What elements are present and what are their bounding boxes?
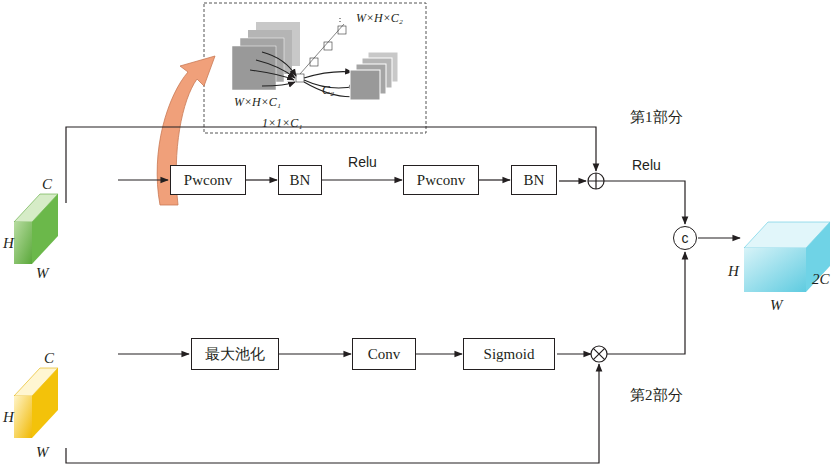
node-text: Conv: [368, 346, 401, 363]
node-text: BN: [524, 172, 545, 189]
connector-arrow: [479, 179, 510, 180]
pointwise-conv-box: Pwconv: [170, 165, 246, 195]
text-label: 1×1×C₁: [262, 117, 302, 129]
connector-arrow: [322, 179, 402, 180]
text-label: H: [3, 410, 14, 425]
text-label: W: [770, 298, 783, 313]
batchnorm-box: BN: [278, 165, 322, 195]
text-label: H: [728, 264, 739, 279]
concat-circle: c: [673, 226, 697, 250]
node-text: BN: [290, 172, 311, 189]
text-label: 2C: [812, 272, 830, 287]
connector-arrow: [416, 353, 462, 354]
node-text: Pwconv: [184, 172, 232, 189]
node-text: c: [682, 230, 689, 246]
text-label: C₂: [322, 84, 334, 96]
text-label: W: [36, 266, 49, 281]
connector-arrow: [279, 353, 351, 354]
node-text: Pwconv: [417, 172, 465, 189]
conv-box: Conv: [352, 338, 416, 370]
text-label: W×H×C₁: [234, 96, 281, 108]
node-text: 最大池化: [205, 345, 265, 364]
text-label: 第1部分: [630, 110, 683, 125]
text-label: Relu: [632, 158, 661, 172]
batchnorm-box: BN: [511, 165, 557, 195]
maxpool-box: 最大池化: [191, 338, 279, 370]
text-label: 第2部分: [630, 388, 683, 403]
node-text: Sigmoid: [484, 346, 535, 363]
text-label: W×H×C₂: [356, 12, 403, 24]
edge-label: Relu: [347, 155, 378, 169]
connector-arrow: [246, 179, 277, 180]
text-label: C: [42, 177, 52, 192]
sigmoid-box: Sigmoid: [463, 338, 555, 370]
text-label: W: [36, 445, 49, 460]
text-label: C: [44, 351, 54, 366]
pointwise-conv-box: Pwconv: [403, 165, 479, 195]
text-label: H: [3, 236, 14, 251]
